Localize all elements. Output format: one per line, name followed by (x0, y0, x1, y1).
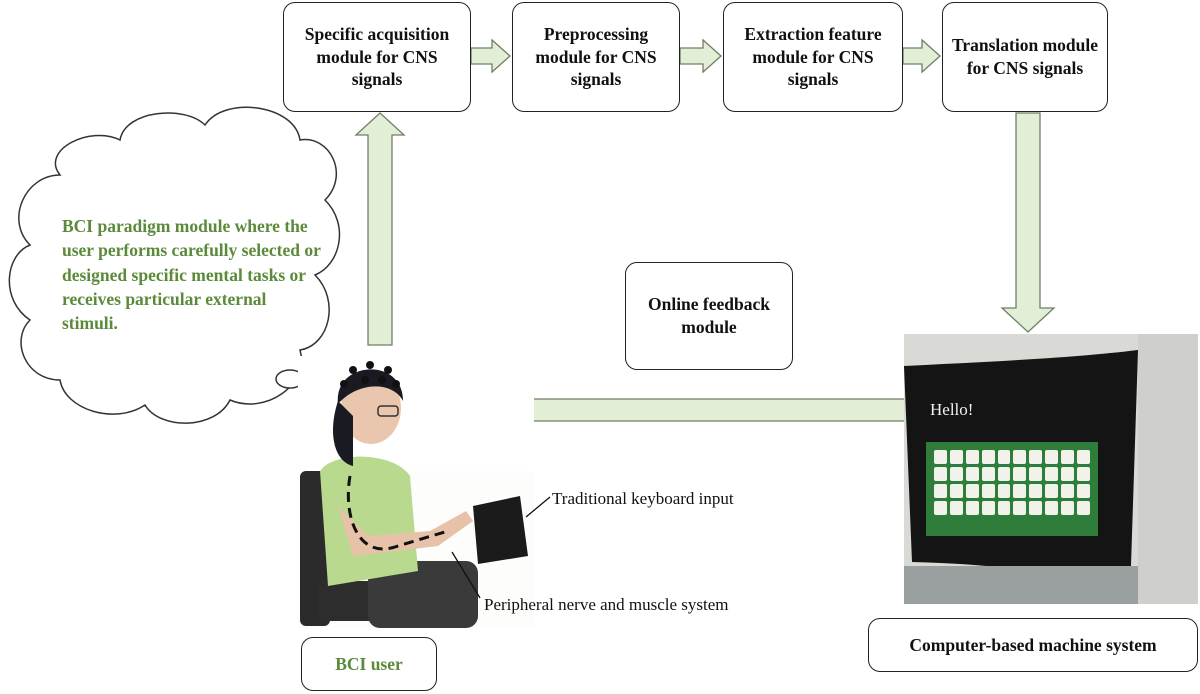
key (949, 467, 963, 481)
key (1013, 501, 1027, 515)
key (981, 467, 995, 481)
machine-photo: Hello! (904, 334, 1198, 604)
key (1061, 501, 1075, 515)
machine-system-label: Computer-based machine system (909, 634, 1157, 655)
key (997, 484, 1011, 498)
key (1013, 484, 1027, 498)
key (949, 484, 963, 498)
bci-user-label-box: BCI user (301, 637, 437, 691)
key (1013, 467, 1027, 481)
acquisition-module-label: Specific acquisition module for CNS sign… (304, 23, 450, 90)
key (965, 450, 979, 464)
key (1029, 450, 1043, 464)
onscreen-keyboard (934, 450, 1090, 515)
key (997, 450, 1011, 464)
key (965, 484, 979, 498)
key (1029, 484, 1043, 498)
key (1013, 450, 1027, 464)
nerve-muscle-label: Peripheral nerve and muscle system (484, 595, 729, 614)
arrow-trans-to-machine (1000, 112, 1056, 333)
key (934, 467, 947, 481)
key (934, 501, 947, 515)
extraction-module-label: Extraction feature module for CNS signal… (744, 23, 882, 90)
key (997, 501, 1011, 515)
keyboard-input-label: Traditional keyboard input (552, 489, 734, 508)
online-feedback-module: Online feedback module (625, 262, 793, 370)
key (1045, 484, 1059, 498)
key (1029, 467, 1043, 481)
key (1077, 501, 1090, 515)
arrow-pre-to-ext (679, 38, 722, 74)
key (965, 501, 979, 515)
key (1061, 484, 1075, 498)
key (965, 467, 979, 481)
screen-text: Hello! (930, 400, 974, 419)
key (1077, 484, 1090, 498)
key (949, 450, 963, 464)
key (1077, 467, 1090, 481)
key (1061, 450, 1075, 464)
key (1077, 450, 1090, 464)
arrow-acq-to-pre (470, 38, 511, 74)
machine-system-label-box: Computer-based machine system (868, 618, 1198, 672)
key (981, 501, 995, 515)
key (1045, 467, 1059, 481)
bci-user-illustration (298, 356, 534, 628)
arrow-ext-to-trans (902, 38, 941, 74)
key (934, 450, 947, 464)
paradigm-module-text: BCI paradigm module where the user perfo… (62, 216, 321, 334)
key (1029, 501, 1043, 515)
preprocessing-module-label: Preprocessing module for CNS signals (535, 23, 657, 90)
key (981, 450, 995, 464)
preprocessing-module: Preprocessing module for CNS signals (512, 2, 680, 112)
acquisition-module: Specific acquisition module for CNS sign… (283, 2, 471, 112)
online-feedback-label: Online feedback module (647, 294, 771, 337)
bci-user-label: BCI user (335, 653, 403, 674)
extraction-module: Extraction feature module for CNS signal… (723, 2, 903, 112)
translation-module-label: Translation module for CNS signals (951, 35, 1098, 78)
key (1061, 467, 1075, 481)
key (1045, 501, 1059, 515)
key (1045, 450, 1059, 464)
translation-module: Translation module for CNS signals (942, 2, 1108, 112)
arrow-user-to-acq (354, 112, 406, 346)
key (934, 484, 947, 498)
bci-user-photo (298, 356, 534, 628)
key (981, 484, 995, 498)
key (997, 467, 1011, 481)
key (949, 501, 963, 515)
